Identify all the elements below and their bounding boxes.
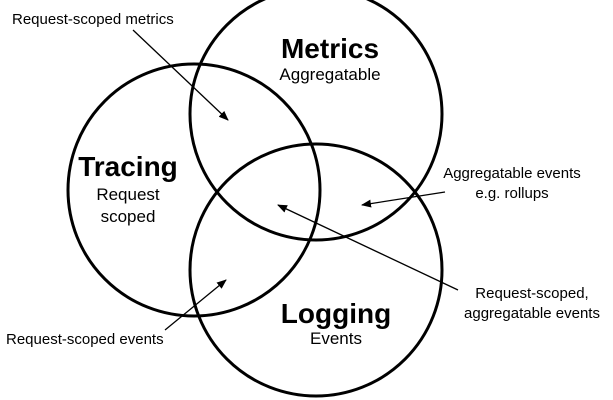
arrow-request-scoped-events xyxy=(164,279,227,331)
annotation-aggregatable-events-line1: Aggregatable events xyxy=(443,165,581,182)
tracing-subtitle-line2: scoped xyxy=(101,207,156,226)
arrow-request-scoped-aggregatable xyxy=(277,204,459,291)
annotation-request-scoped-aggregatable-line2: aggregatable events xyxy=(464,305,600,322)
metrics-title: Metrics xyxy=(281,33,379,64)
logging-title: Logging xyxy=(281,298,391,329)
annotation-request-scoped-aggregatable-line1: Request-scoped, xyxy=(475,285,588,302)
annotation-aggregatable-events-line2: e.g. rollups xyxy=(475,185,548,202)
logging-subtitle: Events xyxy=(310,329,362,348)
arrow-request-scoped-metrics xyxy=(132,29,229,121)
arrow-aggregatable-events xyxy=(361,191,446,208)
metrics-circle xyxy=(188,0,444,242)
tracing-circle xyxy=(66,62,322,318)
annotation-request-scoped-events: Request-scoped events xyxy=(6,331,164,348)
metrics-subtitle: Aggregatable xyxy=(279,65,380,84)
tracing-title: Tracing xyxy=(78,151,178,182)
annotation-request-scoped-metrics: Request-scoped metrics xyxy=(12,11,174,28)
tracing-subtitle-line1: Request xyxy=(96,185,160,204)
logging-circle xyxy=(188,142,444,398)
